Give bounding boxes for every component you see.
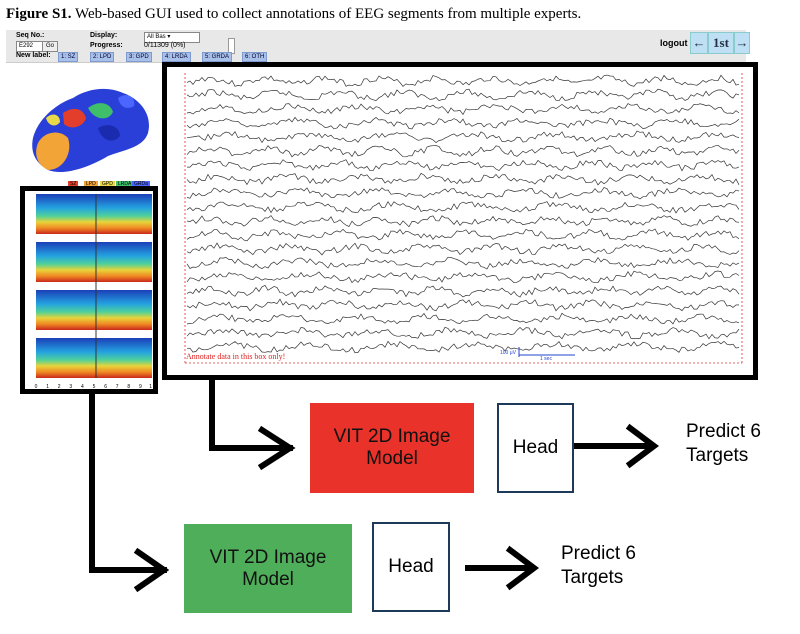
annotate-note: Annotate data in this box only! [186, 352, 286, 361]
display-select[interactable]: All Bas ▾ [144, 32, 200, 43]
scale-amplitude: 100 μV [500, 350, 516, 356]
display-value: All Bas [147, 34, 166, 40]
eeg-channel-trace [186, 187, 740, 200]
label-button-2[interactable]: 2: LPD [90, 52, 115, 62]
eeg-channel-trace [187, 159, 740, 172]
eeg-channel-trace [186, 201, 740, 214]
spectrogram-x-tick: 2 [58, 384, 61, 390]
bottom-head-block: Head [372, 522, 450, 612]
figure-caption: Figure S1. Web-based GUI used to collect… [6, 6, 581, 23]
bottom-connector-arrow [89, 390, 167, 573]
caption-label: Figure S1. [6, 6, 72, 22]
eeg-channel-trace [186, 228, 740, 242]
spectrogram-x-tick: 6 [104, 384, 107, 390]
label-button-3[interactable]: 3: GPD [126, 52, 152, 62]
label-button-1[interactable]: 1: SZ [58, 52, 79, 62]
spectrogram-x-tick: 3 [69, 384, 72, 390]
top-target-label: Predict 6 Targets [686, 421, 761, 466]
cluster-legend-item: GPD [100, 181, 115, 188]
eeg-channel-trace [186, 326, 740, 340]
display-label: Display: [90, 32, 118, 39]
eeg-channel-trace [186, 340, 740, 354]
spectrogram-2 [36, 242, 152, 282]
label-button-6[interactable]: 6: OTH [242, 52, 268, 62]
cluster-legend-item: LPD [84, 181, 98, 188]
top-vit-model-label: VIT 2D Image Model [333, 426, 451, 469]
go-button[interactable]: Go [42, 41, 59, 52]
spectrogram-x-tick: 5 [93, 384, 96, 390]
eeg-channel-trace [186, 312, 740, 325]
caption-text: Web-based GUI used to collect annotation… [71, 6, 582, 22]
eeg-traces [167, 67, 753, 375]
spectrogram-panels: 0 1 2 3 4 5 6 7 8 9 10 [35, 194, 152, 390]
spectrogram-x-tick: 4 [81, 384, 84, 390]
logout-link[interactable]: logout [660, 38, 688, 48]
eeg-channel-trace [186, 215, 740, 228]
top-connector-arrow [209, 380, 293, 451]
eeg-frame [162, 62, 758, 380]
cluster-legend-item: LRDA [116, 181, 134, 188]
top-head-block: Head [497, 403, 574, 493]
new-label-label: New label: [16, 52, 51, 59]
spectrogram-3 [36, 290, 152, 330]
eeg-channel-trace [186, 284, 740, 298]
seq-label: Seq No.: [16, 32, 45, 39]
label-button-5[interactable]: 5: GRDA [202, 52, 233, 62]
progress-value: 0/11309 (0%) [144, 42, 186, 49]
cluster-map [32, 88, 149, 173]
spectrogram-4 [36, 338, 152, 378]
label-button-4[interactable]: 4: LRDA [162, 52, 191, 62]
eeg-channel-trace [186, 242, 740, 256]
first-button[interactable]: 1st [708, 32, 734, 54]
bottom-head-label: Head [388, 556, 434, 577]
spectrogram-x-tick: 7 [116, 384, 119, 390]
spectrogram-1 [36, 194, 152, 234]
spectrogram-x-tick: 10 [149, 384, 152, 390]
eeg-channel-trace [186, 116, 740, 130]
cluster-legend-item: GRDa [132, 181, 150, 188]
progress-label: Progress: [90, 42, 123, 49]
cluster-legend-item: SZ [68, 181, 79, 188]
eeg-channel-trace [186, 144, 740, 158]
eeg-channel-trace [186, 270, 740, 284]
eeg-channel-trace [186, 74, 740, 87]
spectrogram-x-tick: 1 [46, 384, 49, 390]
spectrogram-x-tick: 0 [35, 384, 38, 390]
next-button[interactable]: → [734, 32, 750, 54]
eeg-channel-trace [187, 130, 740, 144]
eeg-channel-trace [186, 298, 740, 312]
bottom-vit-model-block: VIT 2D Image Model [184, 524, 352, 613]
spectrogram-x-tick: 8 [127, 384, 130, 390]
eeg-channel-trace [186, 256, 740, 270]
top-vit-model-block: VIT 2D Image Model [310, 403, 474, 493]
eeg-channel-trace [186, 103, 740, 116]
eeg-channel-trace [186, 88, 740, 102]
bottom-target-label: Predict 6 Targets [561, 543, 636, 588]
eeg-channel-trace [186, 172, 740, 186]
spectrogram-x-tick: 9 [139, 384, 142, 390]
top-head-label: Head [512, 437, 559, 458]
bottom-vit-model-label: VIT 2D Image Model [209, 546, 327, 590]
scale-time: 1 sec [540, 356, 552, 362]
prev-button[interactable]: ← [690, 32, 708, 54]
